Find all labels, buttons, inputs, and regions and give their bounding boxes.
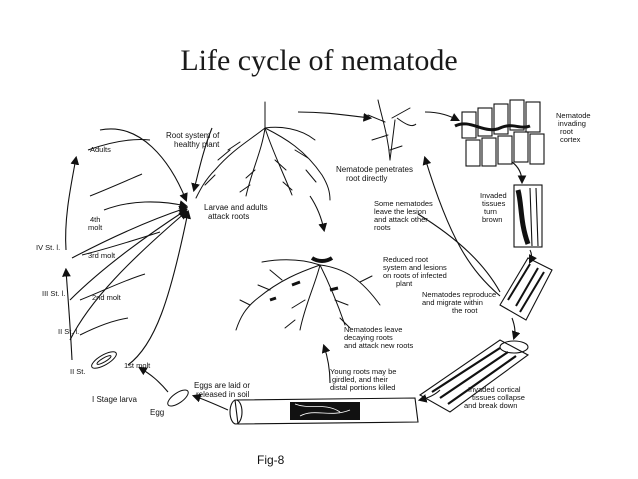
svg-text:the root: the root [452, 306, 478, 315]
label-nematode-penetrates: Nematode penetrates root directly [336, 165, 413, 183]
reduced-root-system [235, 256, 381, 331]
label-iii-st: III St. l. [42, 289, 65, 298]
svg-text:brown: brown [482, 215, 502, 224]
svg-text:on roots of infected: on roots of infected [383, 271, 447, 280]
label-ii-st-l: II St. l. [58, 327, 79, 336]
svg-text:Root system of: Root system of [166, 131, 220, 140]
invaded-tissue-root [513, 184, 543, 248]
label-fourth-molt: 4th molt [88, 215, 103, 232]
healthy-root-system [195, 101, 331, 201]
svg-text:distal portions killed: distal portions killed [330, 383, 395, 392]
label-third-molt: 3rd molt [88, 251, 116, 260]
svg-text:turn: turn [484, 207, 497, 216]
svg-text:and attack other: and attack other [374, 215, 428, 224]
svg-text:tissues: tissues [482, 199, 506, 208]
collapsing-root [418, 339, 530, 413]
svg-text:system and lesions: system and lesions [383, 263, 447, 272]
label-nematodes-reproduce: Nematodes reproduce and migrate within t… [422, 290, 496, 315]
label-eggs-laid: Eggs are laid or released in soil [194, 381, 250, 399]
svg-text:Reduced root: Reduced root [383, 255, 429, 264]
svg-text:invading: invading [558, 119, 586, 128]
migrating-root [499, 257, 553, 321]
figure-label: Fig-8 [257, 453, 285, 467]
svg-text:decaying roots: decaying roots [344, 333, 393, 342]
svg-text:Eggs are laid or: Eggs are laid or [194, 381, 250, 390]
penetrating-root [367, 99, 417, 161]
label-reduced-root-system: Reduced root system and lesions on roots… [383, 255, 447, 288]
svg-text:Nematode: Nematode [556, 111, 591, 120]
svg-text:and migrate within: and migrate within [422, 298, 483, 307]
svg-text:Some nematodes: Some nematodes [374, 199, 433, 208]
svg-text:healthy plant: healthy plant [174, 140, 220, 149]
svg-text:4th: 4th [90, 215, 100, 224]
label-ii-st: II St. [70, 367, 85, 376]
svg-text:Invaded cortical: Invaded cortical [468, 385, 521, 394]
label-second-molt: 2nd molt [92, 293, 122, 302]
svg-text:Larvae and adults: Larvae and adults [204, 203, 268, 212]
label-root-system-healthy: Root system of healthy plant [166, 131, 220, 149]
label-adults: Adults [90, 145, 111, 154]
label-egg: Egg [150, 408, 164, 417]
svg-text:plant: plant [396, 279, 413, 288]
label-i-stage-larva: I Stage larva [92, 395, 137, 404]
svg-text:root directly: root directly [346, 174, 387, 183]
svg-text:and break down: and break down [464, 401, 517, 410]
label-first-molt: 1st molt [124, 361, 151, 370]
svg-text:attack roots: attack roots [208, 212, 249, 221]
label-invaded-tissues: Invaded tissues turn brown [480, 191, 507, 224]
label-iv-st: IV St. l. [36, 243, 60, 252]
svg-text:released in soil: released in soil [196, 390, 250, 399]
svg-text:roots: roots [374, 223, 391, 232]
root-cortex-cells [454, 99, 545, 167]
svg-text:root: root [560, 127, 574, 136]
svg-text:Nematode penetrates: Nematode penetrates [336, 165, 413, 174]
label-some-nematodes-leave: Some nematodes leave the lesion and atta… [374, 199, 433, 232]
girdled-root [229, 397, 419, 425]
svg-text:tissues collapse: tissues collapse [472, 393, 525, 402]
cycle-arrows [62, 111, 537, 411]
svg-text:Nematodes reproduce: Nematodes reproduce [422, 290, 496, 299]
svg-text:Invaded: Invaded [480, 191, 507, 200]
label-nematodes-leave-decaying: Nematodes leave decaying roots and attac… [344, 325, 413, 350]
slide-title: Life cycle of nematode [180, 44, 458, 77]
egg-and-larvae [79, 139, 189, 407]
label-invaded-cortical: Invaded cortical tissues collapse and br… [464, 385, 525, 410]
label-young-roots-girdled: Young roots may be girdled, and their di… [330, 367, 396, 392]
label-nematode-invading: Nematode invading root cortex [556, 111, 591, 144]
svg-text:leave the lesion: leave the lesion [374, 207, 426, 216]
svg-text:and attack new roots: and attack new roots [344, 341, 413, 350]
label-larvae-attack: Larvae and adults attack roots [204, 203, 268, 221]
svg-text:Young roots may be: Young roots may be [330, 367, 396, 376]
svg-text:girdled, and their: girdled, and their [332, 375, 388, 384]
svg-text:cortex: cortex [560, 135, 581, 144]
svg-text:molt: molt [88, 223, 103, 232]
svg-text:Nematodes leave: Nematodes leave [344, 325, 402, 334]
